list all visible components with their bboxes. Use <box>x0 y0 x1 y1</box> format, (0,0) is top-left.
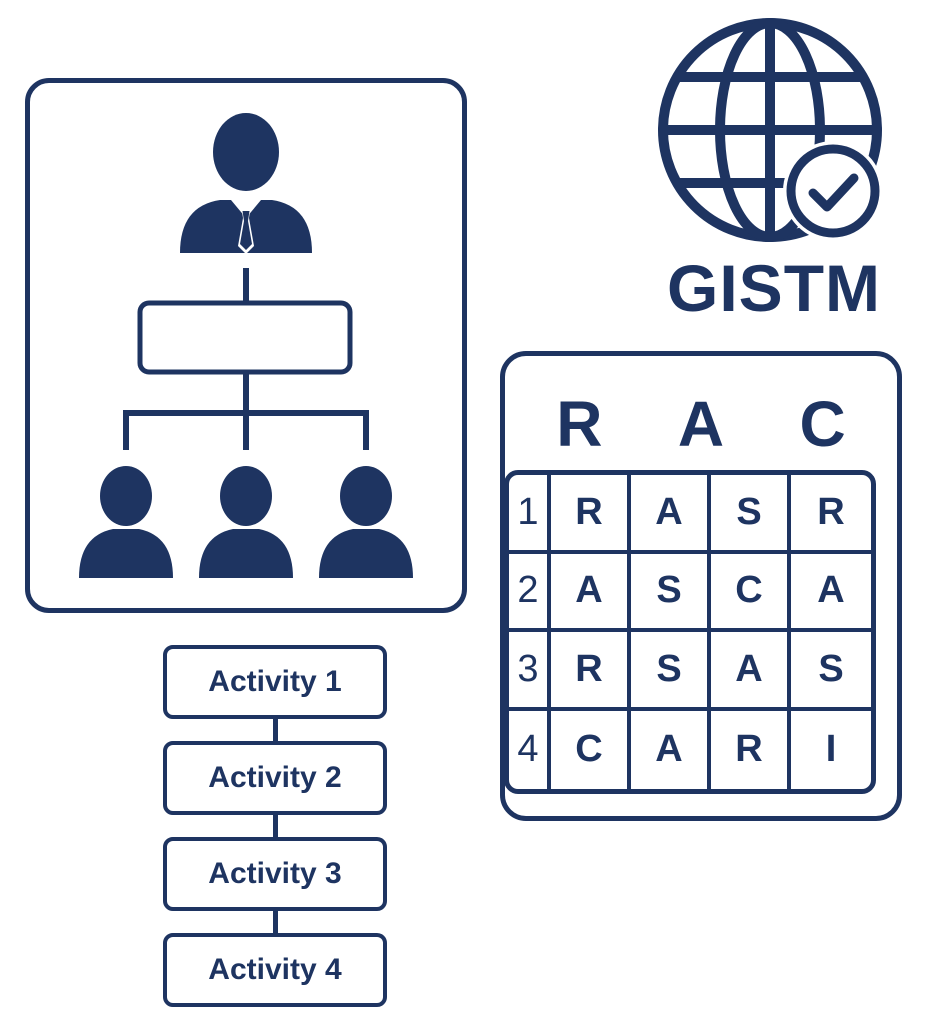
activity-box-3: Activity 3 <box>163 837 387 911</box>
raci-cell: C <box>711 553 791 632</box>
activity-box-4: Activity 4 <box>163 933 387 1007</box>
raci-cell: A <box>631 710 711 789</box>
activity-connector <box>273 813 278 839</box>
person-icon <box>319 466 413 578</box>
activity-connector <box>273 909 278 935</box>
raci-cell: A <box>791 554 871 632</box>
raci-cell: A <box>631 475 711 554</box>
org-box <box>137 300 353 375</box>
raci-cell: C <box>551 710 631 789</box>
activity-connector <box>273 717 278 743</box>
raci-cell: R <box>551 632 631 711</box>
raci-cell: R <box>711 710 791 789</box>
person-icon <box>79 466 173 578</box>
raci-cell: R <box>551 475 631 554</box>
connector-line <box>243 268 249 303</box>
raci-matrix: 1 R A S R 2 A S C A 3 R S A S 4 C A R I <box>504 470 876 794</box>
raci-cell: I <box>825 728 837 771</box>
org-chart-diagram <box>79 113 413 578</box>
gistm-label: GISTM <box>667 251 881 325</box>
person-icon <box>199 466 293 578</box>
activity-label: Activity 1 <box>208 665 342 698</box>
raci-cell: S <box>631 632 711 711</box>
raci-cell: S <box>791 632 871 711</box>
globe-check-icon <box>658 18 883 242</box>
raci-cell: S <box>711 475 791 554</box>
activity-box-1: Activity 1 <box>163 645 387 719</box>
activity-label: Activity 3 <box>208 857 342 890</box>
activity-box-2: Activity 2 <box>163 741 387 815</box>
activity-label: Activity 2 <box>208 761 342 794</box>
raci-cell: A <box>551 553 631 632</box>
activity-label: Activity 4 <box>208 953 342 986</box>
raci-cell: R <box>791 475 871 554</box>
manager-icon <box>180 113 312 254</box>
raci-row-number: 1 <box>509 475 551 554</box>
raci-row-number: 4 <box>509 710 551 789</box>
raci-cell: S <box>631 553 711 632</box>
raci-row-number: 2 <box>509 553 551 632</box>
raci-row-number: 3 <box>509 632 551 711</box>
branch-connectors <box>123 374 369 450</box>
raci-cell: A <box>711 632 791 711</box>
